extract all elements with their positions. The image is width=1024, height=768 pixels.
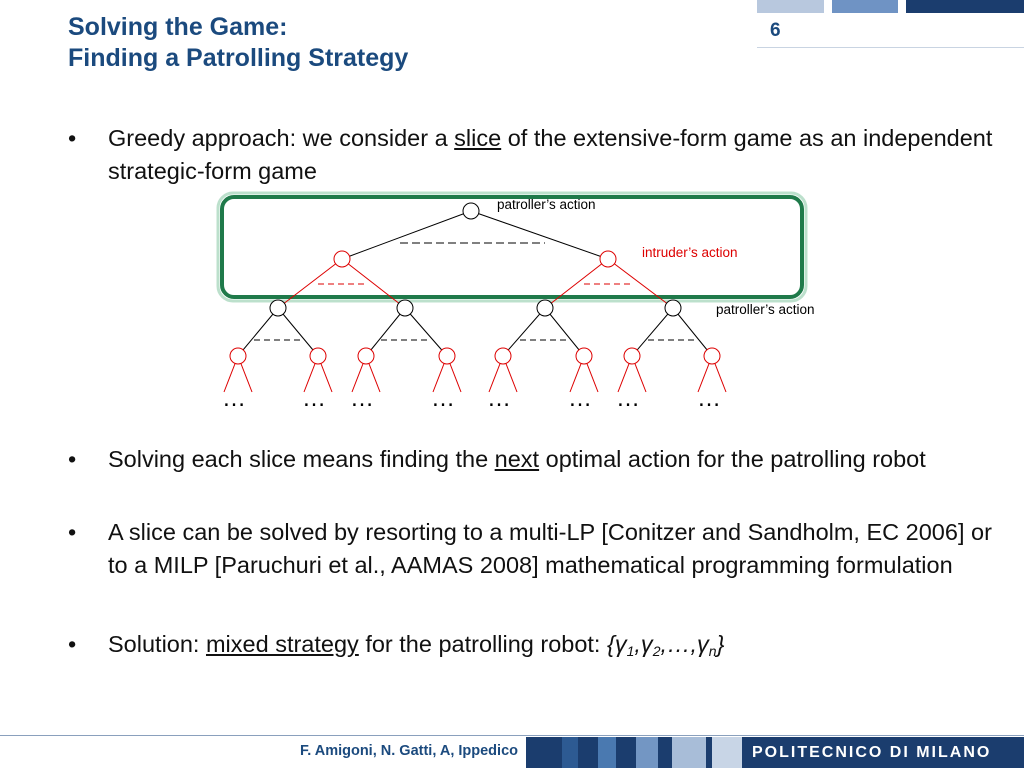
header-decor-block [832, 0, 898, 13]
bullet-dot: • [68, 519, 77, 545]
intruder-leaf-node [494, 347, 512, 365]
bullet-text: for the patrolling robot: [358, 631, 607, 657]
patroller-node [536, 299, 554, 317]
bullet-dot: • [68, 631, 77, 657]
page-number: 6 [770, 20, 781, 41]
intruder-leaf-node [575, 347, 593, 365]
patroller-node [269, 299, 287, 317]
footer-stripe [672, 737, 706, 768]
footer-institution-logo: POLITECNICO DI MILANO [752, 744, 992, 761]
footer-stripe [636, 737, 658, 768]
bullet-text: A slice can be solved by resorting to a … [108, 519, 992, 578]
bullet-multi-lp: • A slice can be solved by resorting to … [68, 516, 998, 582]
bullet-text: of the extensive-form game as an indepen… [108, 125, 993, 184]
intruder-leaf-node [309, 347, 327, 365]
bullet-greedy-approach: • Greedy approach: we consider a slice o… [68, 122, 998, 188]
intruder-leaf-node [229, 347, 247, 365]
ellipsis: … [350, 385, 374, 412]
intruder-node [599, 250, 617, 268]
slide-title-line2: Finding a Patrolling Strategy [68, 44, 409, 72]
intruder-leaf-node [357, 347, 375, 365]
header-rule [757, 47, 1024, 48]
footer-authors: F. Amigoni, N. Gatti, A, Ippedico [299, 743, 518, 759]
ellipsis: … [222, 385, 246, 412]
footer-stripe [562, 737, 578, 768]
bullet-underlined-term: mixed strategy [205, 631, 359, 657]
bullet-text: Greedy approach: we consider a [108, 125, 455, 151]
intruder-leaf-node [623, 347, 641, 365]
footer-stripe [712, 737, 742, 768]
bullet-solution: • Solution: mixed strategy for the patro… [68, 628, 998, 668]
intruder-node [333, 250, 351, 268]
header-decor-block [906, 0, 1024, 13]
slice-highlight-glow [216, 191, 808, 303]
ellipsis: … [431, 385, 455, 412]
bullet-text: optimal action for the patrolling robot [539, 446, 926, 472]
ellipsis: … [568, 385, 592, 412]
bullet-dot: • [68, 446, 77, 472]
ellipsis: … [302, 385, 326, 412]
intruder-leaf-node [438, 347, 456, 365]
patroller-node [396, 299, 414, 317]
label-intruder-action: intruder’s action [642, 245, 738, 260]
ellipsis: … [697, 385, 721, 412]
footer-stripe [598, 737, 616, 768]
label-patroller-action-top: patroller’s action [497, 197, 596, 212]
ellipsis: … [487, 385, 511, 412]
bullet-text: Solution: [108, 631, 206, 657]
bullet-text: Solving each slice means finding the [108, 446, 495, 472]
bullet-dot: • [68, 125, 77, 151]
patroller-node [664, 299, 682, 317]
header-decor-block [757, 0, 824, 13]
slide-title-line1: Solving the Game: [68, 13, 288, 41]
slide-title: Solving the Game: Finding a Patrolling S… [68, 12, 408, 74]
root-node [462, 202, 480, 220]
footer-rule [0, 735, 1024, 736]
slice-highlight-box [220, 195, 804, 299]
bullet-underlined-term: slice [454, 125, 502, 151]
ellipsis: … [616, 385, 640, 412]
label-patroller-action-bottom: patroller’s action [716, 302, 815, 317]
bullet-solving-slice: • Solving each slice means finding the n… [68, 443, 998, 476]
strategy-formula: {γ1,γ2,…,γn} [607, 631, 725, 659]
bullet-underlined-term: next [494, 446, 540, 472]
intruder-leaf-node [703, 347, 721, 365]
